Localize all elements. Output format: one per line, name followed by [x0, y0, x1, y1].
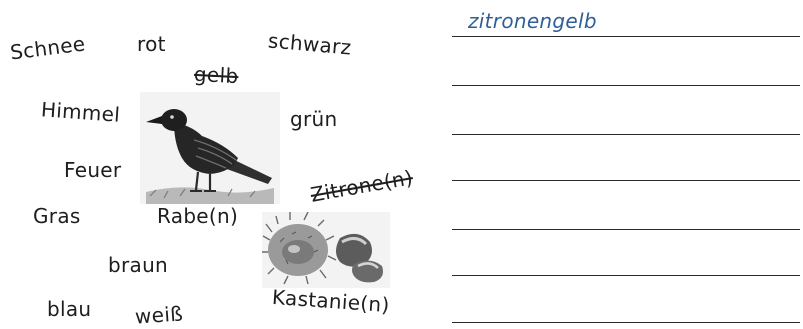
word-rabe: Rabe(n) — [157, 204, 239, 228]
word-gras: Gras — [33, 204, 81, 228]
word-blau: blau — [47, 297, 92, 321]
answer-line-3[interactable] — [452, 134, 800, 135]
answer-line-4[interactable] — [452, 180, 800, 181]
word-schwarz: schwarz — [267, 28, 353, 60]
word-zitrone-crossed-out: Zitrone(n) — [308, 165, 415, 207]
answer-text-1[interactable]: zitronengelb — [468, 9, 597, 33]
word-braun: braun — [108, 253, 169, 277]
answer-line-6[interactable] — [452, 275, 800, 276]
raven-icon — [140, 92, 280, 204]
chestnut-icon — [262, 212, 390, 288]
answer-line-2[interactable] — [452, 85, 800, 86]
word-himmel: Himmel — [40, 97, 121, 127]
answer-line-7[interactable] — [452, 322, 800, 323]
word-weiss: weiß — [134, 301, 184, 329]
word-gelb-crossed-out: gelb — [193, 61, 240, 89]
word-gruen: grün — [290, 107, 338, 131]
word-schnee: Schnee — [8, 31, 87, 65]
word-kastanie: Kastanie(n) — [271, 284, 391, 318]
answer-line-5[interactable] — [452, 229, 800, 230]
answer-line-1[interactable] — [452, 36, 800, 37]
word-feuer: Feuer — [64, 158, 122, 182]
word-rot: rot — [137, 32, 166, 56]
